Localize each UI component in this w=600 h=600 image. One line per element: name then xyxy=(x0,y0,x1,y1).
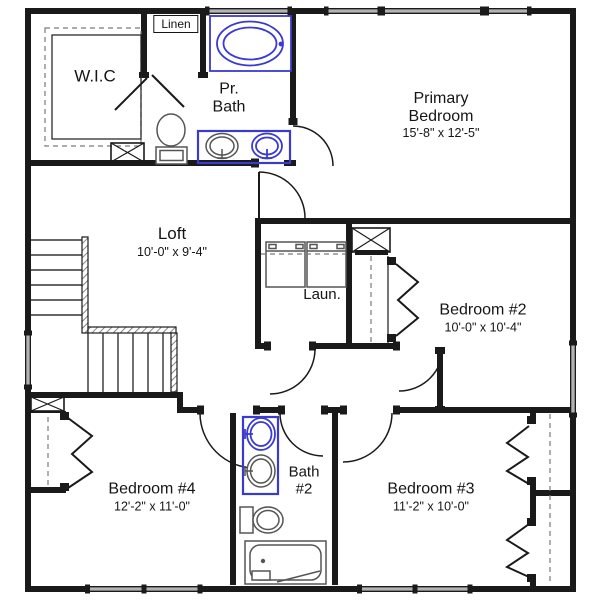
interior-walls xyxy=(25,14,576,586)
room-name: Pr. Bath xyxy=(212,80,246,115)
primary-bedroom-door-arc xyxy=(292,125,334,167)
pr-bath-vanity xyxy=(196,129,292,165)
stair-rail xyxy=(81,236,89,334)
laundry-fixtures xyxy=(261,241,347,288)
faucet-icon xyxy=(244,466,253,476)
room-name: Linen xyxy=(153,15,199,33)
windows xyxy=(24,6,577,594)
room-label-linen: Linen xyxy=(153,15,199,33)
window-bedroom-3 xyxy=(357,584,473,594)
window-primary-bedroom xyxy=(324,6,532,16)
room-name: Primary Bedroom xyxy=(408,89,474,125)
bedroom-2-door-arc xyxy=(398,346,444,392)
room-name: Laun. xyxy=(303,285,341,303)
room-label-bedroom-3: Bedroom #3 11'-2" x 10'-0" xyxy=(387,481,474,514)
chase-bedroom-4 xyxy=(30,396,65,412)
room-label-primary-bedroom: Primary Bedroom 15'-8" x 12'-5" xyxy=(403,90,480,140)
room-label-wic: W.I.C xyxy=(74,66,116,87)
room-dims: 10'-0" x 9'-4" xyxy=(137,244,207,259)
bath-2-door-arc xyxy=(279,412,324,457)
room-name: W.I.C xyxy=(74,66,116,86)
bedroom-3-closet-bifold-lower xyxy=(504,523,530,578)
chase-wic xyxy=(110,142,145,163)
room-name: Bedroom #4 xyxy=(108,480,196,498)
room-dims: 10'-0" x 10'-4" xyxy=(444,320,522,335)
room-dims: 12'-2" x 11'-0" xyxy=(114,499,190,514)
room-label-loft: Loft 10'-0" x 9'-4" xyxy=(137,224,207,259)
room-name: Bath #2 xyxy=(288,463,320,497)
bedroom-2-closet-bifold xyxy=(395,263,420,337)
dryer xyxy=(306,241,347,288)
faucet-icon xyxy=(262,149,272,159)
chase-boxes xyxy=(30,142,391,412)
bedroom-4-door-arc xyxy=(199,412,256,469)
room-label-laundry: Laun. xyxy=(303,285,341,304)
room-name: Bedroom #3 xyxy=(387,480,475,498)
door-jambs xyxy=(60,72,536,582)
bath-2-fixtures xyxy=(239,415,327,585)
room-label-pr-bath: Pr. Bath xyxy=(213,80,246,115)
window-pr-bath xyxy=(205,6,292,16)
room-dims: 11'-2" x 10'-0" xyxy=(393,499,469,514)
bedroom-4-closet-bifold xyxy=(67,417,94,489)
staircase xyxy=(31,236,178,393)
laundry-door-arc xyxy=(269,348,316,395)
bath-2-vanity xyxy=(241,415,280,496)
faucet-icon xyxy=(244,429,253,439)
bath-2-toilet xyxy=(239,506,284,534)
room-name: Loft xyxy=(157,224,187,244)
window-loft xyxy=(24,330,32,390)
chase-laundry xyxy=(351,227,391,255)
linen-door-leaf xyxy=(151,74,185,108)
outer-walls xyxy=(25,8,576,592)
room-label-bedroom-2: Bedroom #2 10'-0" x 10'-4" xyxy=(439,302,526,335)
room-label-bedroom-4: Bedroom #4 12'-2" x 11'-0" xyxy=(108,481,195,514)
washer xyxy=(265,241,306,288)
hall-door-arc xyxy=(258,171,306,219)
pr-bath-toilet xyxy=(155,113,188,165)
wic-door-leaf xyxy=(114,77,148,111)
window-bedroom-4 xyxy=(85,584,203,594)
bath-2-tub xyxy=(244,540,327,585)
wic-knee-wall xyxy=(44,27,142,147)
bedroom-3-door-arc xyxy=(342,412,393,463)
room-name: Bedroom #2 xyxy=(439,301,527,319)
pr-bath-tub xyxy=(209,15,292,72)
pr-bath-fixtures xyxy=(155,15,292,165)
room-label-bath-2: Bath #2 xyxy=(288,463,320,498)
bedroom-3-closet-bifold-upper xyxy=(505,425,530,485)
bifold-doors xyxy=(67,256,530,578)
faucet-icon xyxy=(217,149,227,159)
window-bedroom-2 xyxy=(569,340,577,418)
room-dims: 15'-8" x 12'-5" xyxy=(402,126,480,141)
closet-rods xyxy=(47,256,551,583)
